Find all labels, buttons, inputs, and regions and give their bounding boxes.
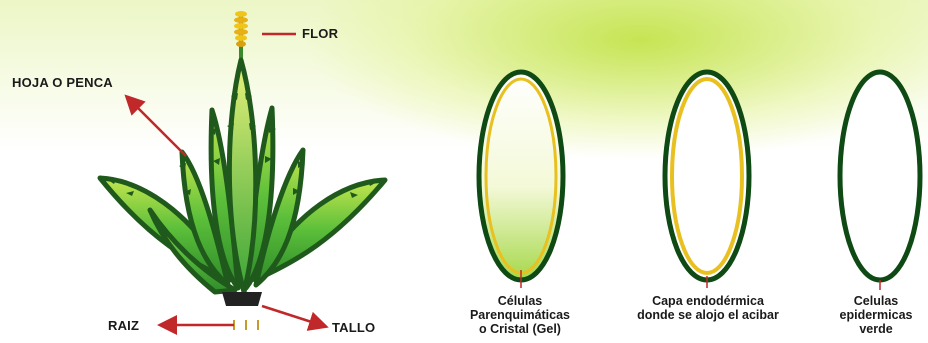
caption-line: o Cristal (Gel) bbox=[445, 322, 595, 336]
label-tallo: TALLO bbox=[332, 320, 375, 335]
caption-parenquimatica: Células Parenquimáticas o Cristal (Gel) bbox=[445, 294, 595, 336]
arrow-hoja bbox=[128, 98, 186, 156]
caption-line: epidermicas bbox=[826, 308, 926, 322]
cell-parenquimatica bbox=[479, 72, 563, 288]
arrow-tallo bbox=[262, 306, 324, 326]
caption-line: Capa endodérmica bbox=[618, 294, 798, 308]
caption-epidermica: Celulas epidermicas verde bbox=[826, 294, 926, 336]
label-raiz: RAIZ bbox=[108, 318, 139, 333]
aloe-leaves bbox=[100, 60, 385, 292]
caption-line: Celulas bbox=[826, 294, 926, 308]
caption-endodermica: Capa endodérmica donde se alojo el aciba… bbox=[618, 294, 798, 322]
label-flor: FLOR bbox=[302, 26, 338, 41]
caption-line: Células bbox=[445, 294, 595, 308]
caption-line: verde bbox=[826, 322, 926, 336]
label-hoja: HOJA O PENCA bbox=[12, 75, 113, 90]
cell-endodermica bbox=[665, 72, 749, 288]
caption-line: donde se alojo el acibar bbox=[618, 308, 798, 322]
caption-line: Parenquimáticas bbox=[445, 308, 595, 322]
cell-epidermica bbox=[840, 72, 920, 290]
